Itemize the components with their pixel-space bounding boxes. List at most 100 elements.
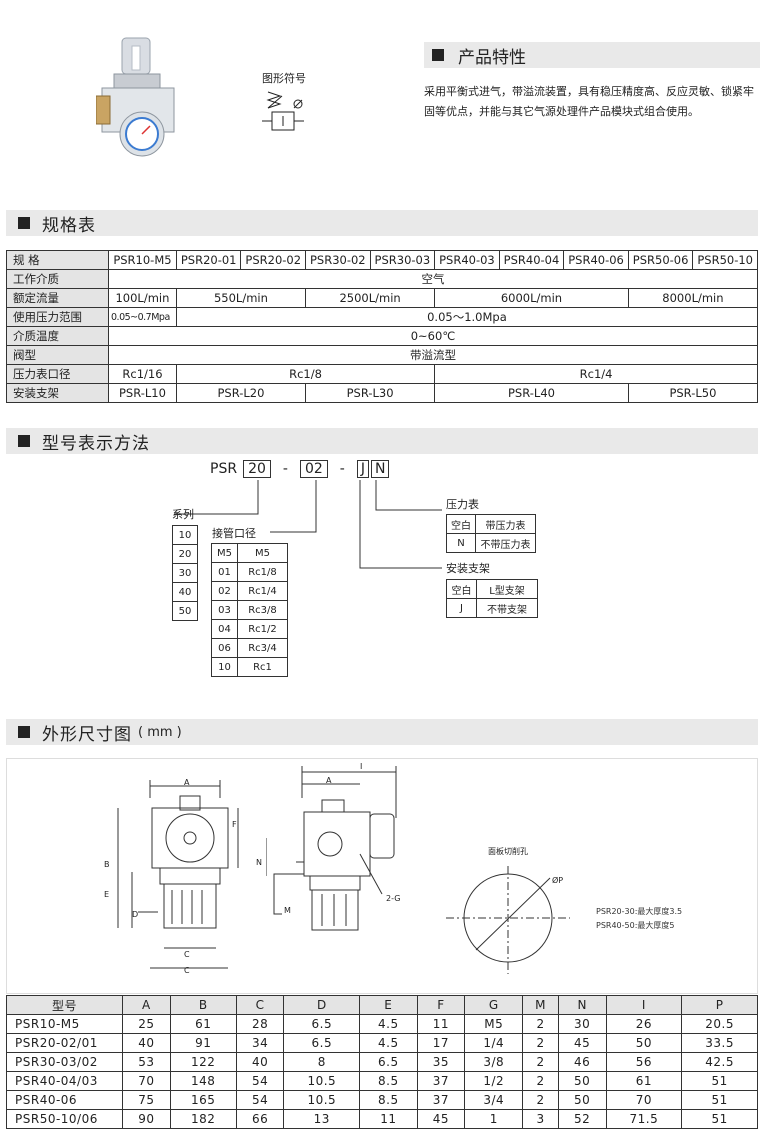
gauge-code: 空白 [446,514,476,534]
spec-value: 带溢流型 [108,345,758,365]
spec-value: 空气 [108,269,758,289]
dim-value-cell: 61 [605,1071,683,1091]
dim-value-cell: 52 [557,1109,607,1129]
series-cell: 20 [172,544,198,564]
dim-letter-c2: C [184,966,190,975]
dim-value-cell: 2 [522,1052,559,1072]
dims-unit: ( mm ) [138,724,182,740]
dim-value-cell: 40 [235,1052,285,1072]
spec-value: 100L/min [108,288,177,308]
dim-col-header: B [169,995,237,1015]
dim-value-cell: 26 [605,1014,683,1034]
model-dash: - [339,461,345,477]
dim-value-cell: 61 [169,1014,237,1034]
front-view-drawing [117,780,239,969]
dim-value-cell: 11 [416,1014,466,1034]
model-prefix: PSR [210,461,238,477]
dim-value-cell: 42.5 [681,1052,758,1072]
dim-letter-e: E [104,890,110,899]
dim-model-cell: PSR40-06 [6,1090,123,1110]
dim-value-cell: 1 [464,1109,524,1129]
model-code-series: 20 [243,460,271,478]
dim-value-cell: 8.5 [359,1071,418,1091]
dim-value-cell: 50 [605,1033,683,1053]
dim-col-header: P [681,995,758,1015]
spec-model: PSR30-03 [369,250,436,270]
spec-row-label: 额定流量 [6,288,109,308]
dim-value-cell: 35 [416,1052,466,1072]
dim-col-header: N [557,995,607,1015]
dim-value-cell: 54 [235,1071,285,1091]
spec-row-label: 介质温度 [6,326,109,346]
dim-model-cell: PSR40-04/03 [6,1071,123,1091]
spec-value: 0.05~0.7Mpa [108,307,177,327]
port-size: Rc3/8 [237,600,288,620]
features-text: 采用平衡式进气，带溢流装置，具有稳压精度高、反应灵敏、锁紧牢固等优点，并能与其它… [424,85,754,118]
spec-model: PSR40-03 [434,250,500,270]
dim-letter-c: C [184,950,190,959]
dim-value-cell: 51 [681,1090,758,1110]
dim-value-cell: 3 [522,1109,559,1129]
dim-value-cell: 6.5 [359,1052,418,1072]
dim-letter-m: M [284,906,291,915]
dim-value-cell: 122 [169,1052,237,1072]
spec-value: PSR-L50 [627,383,759,403]
spec-value: PSR-L20 [175,383,307,403]
dim-value-cell: 10.5 [283,1090,361,1110]
gauge-code: N [446,533,476,553]
dim-value-cell: 4.5 [359,1014,418,1034]
dim-value-cell: 3/4 [464,1090,524,1110]
port-label: 接管口径 [212,527,256,540]
series-cell: 10 [172,525,198,545]
dim-value-cell: 33.5 [681,1033,758,1053]
panel-note-2: PSR40-50:最大厚度5 [596,921,675,930]
port-code: 02 [211,581,238,601]
model-code-gauge: N [370,460,390,478]
dim-value-cell: 37 [416,1071,466,1091]
port-size: Rc1 [237,657,288,677]
spec-value: 6000L/min [434,288,629,308]
spec-model: PSR50-06 [627,250,694,270]
dim-value-cell: 71.5 [605,1109,683,1129]
dim-value-cell: 56 [605,1052,683,1072]
port-size: M5 [237,543,288,563]
spec-model: PSR20-02 [240,250,307,270]
dim-value-cell: 30 [557,1014,607,1034]
dim-letter-b: B [104,860,110,869]
spec-row-label: 使用压力范围 [6,307,109,327]
dim-value-cell: 10.5 [283,1071,361,1091]
spec-value: 8000L/min [627,288,759,308]
dim-letter-f: F [232,820,237,829]
spec-value: 550L/min [175,288,307,308]
spec-value: Rc1/16 [108,364,177,384]
spec-table: 规 格 PSR10-M5 PSR20-01 PSR20-02 PSR30-02 … [6,250,759,403]
gauge-desc: 带压力表 [475,514,536,534]
dim-letter-i: I [360,762,363,771]
dim-value-cell: 8.5 [359,1090,418,1110]
bracket-code: J [446,598,477,618]
model-code-port: 02 [299,460,328,478]
dim-value-cell: 54 [235,1090,285,1110]
dim-value-cell: 148 [169,1071,237,1091]
dimension-drawing-area [6,758,758,994]
dim-value-cell: 3/8 [464,1052,524,1072]
spec-model: PSR40-06 [563,250,629,270]
side-view-drawing [266,766,397,931]
spec-model: PSR20-01 [175,250,242,270]
features-header: 产品特性 [424,42,760,68]
dim-col-header: G [464,995,524,1015]
dim-value-cell: 2 [522,1071,559,1091]
dim-value-cell: 66 [235,1109,285,1129]
spec-row-label: 安装支架 [6,383,109,403]
dim-col-header: 型号 [6,995,123,1015]
series-cell: 40 [172,582,198,602]
dim-value-cell: 165 [169,1090,237,1110]
dim-value-cell: 50 [557,1071,607,1091]
port-size: Rc1/4 [237,581,288,601]
